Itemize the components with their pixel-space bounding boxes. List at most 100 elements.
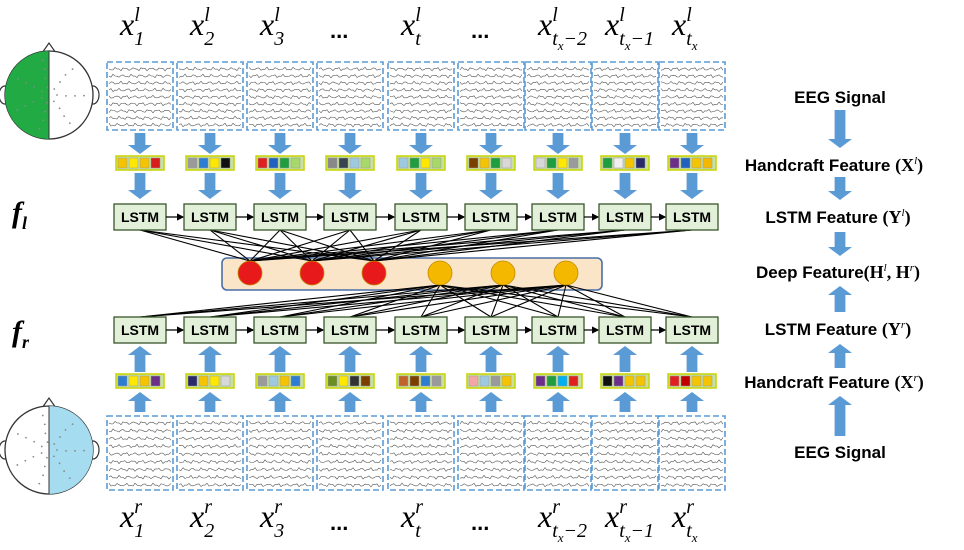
eeg-trace [459, 87, 523, 93]
eeg-trace [459, 451, 523, 457]
lstm-feature-left-label: LSTM Feature (Yl) [765, 207, 910, 228]
eeg-trace [459, 420, 523, 426]
eeg-trace [178, 452, 241, 457]
eeg-trace [248, 81, 312, 86]
eeg-segment-5 [387, 415, 455, 491]
deep-feature-text: Deep Feature [755, 263, 864, 282]
arrow-eeg-to-feature-left [680, 133, 704, 154]
feature-cell [479, 157, 490, 169]
eeg-trace [178, 467, 242, 472]
feature-cell [409, 157, 420, 169]
feature-cell [602, 375, 613, 387]
electrode-dot [83, 94, 85, 97]
connection-line [249, 229, 626, 262]
connection-line [439, 284, 492, 318]
eeg-trace [459, 482, 523, 487]
eeg-trace [178, 95, 241, 100]
arrow-feature-to-lstm-right [613, 346, 637, 372]
arrow-feature-to-lstm-right [546, 346, 570, 372]
electrode-dot [63, 470, 66, 473]
deep-feature-box [221, 257, 603, 291]
eeg-trace [593, 467, 657, 472]
lstm-cell-label: LSTM [261, 209, 299, 225]
electrode-dot [40, 445, 43, 448]
arrow-feature-to-lstm-left [198, 173, 222, 199]
electrode-dot [24, 459, 27, 462]
eeg-trace [660, 475, 724, 480]
feature-strips-right [115, 373, 717, 389]
feature-cell [568, 157, 579, 169]
arrow-eeg-to-feature-left [546, 133, 570, 154]
eeg-trace [526, 80, 590, 86]
electrode-dot [56, 94, 58, 96]
eeg-trace [526, 428, 590, 433]
eeg-trace [318, 443, 382, 449]
feature-cell [360, 157, 371, 169]
eeg-trace [459, 102, 523, 107]
lstm-cell-label: LSTM [191, 322, 229, 338]
connection-line [139, 229, 251, 262]
feature-cell [691, 157, 702, 169]
feature-cell [198, 375, 209, 387]
connection-line [311, 229, 693, 262]
connection-line [249, 229, 492, 262]
arrow-eeg-to-feature-right [613, 392, 637, 412]
lstm-cell-7 [531, 316, 585, 344]
x-sup: l [686, 4, 692, 26]
feature-cell [398, 157, 409, 169]
electrode-dot [40, 452, 43, 454]
eeg-trace [318, 467, 382, 472]
x-sub: 2 [204, 520, 215, 542]
eeg-trace [526, 420, 590, 425]
feature-cell [187, 375, 198, 387]
lstm-cell-2 [183, 203, 237, 231]
arrow-feature-to-lstm-right [409, 346, 433, 372]
eeg-trace [248, 428, 312, 433]
handcraft-right-close: ) [917, 372, 924, 392]
electrode-dot [65, 94, 67, 97]
eeg-trace [459, 66, 523, 72]
lstm-left-close: ) [904, 207, 911, 227]
feature-cell [209, 157, 220, 169]
eeg-trace [178, 80, 242, 86]
feature-cell [490, 375, 501, 387]
lstm-cell-9 [665, 203, 719, 231]
deep-node-right-6 [553, 260, 579, 286]
arrow-eeg-to-feature-left [613, 133, 637, 154]
feature-cell [557, 375, 568, 387]
lstm-cell-label: LSTM [472, 209, 510, 225]
feature-cell [546, 375, 557, 387]
feature-cell [669, 375, 680, 387]
connection-line [565, 284, 693, 318]
electrode-dot [16, 433, 19, 435]
eeg-trace [318, 101, 382, 106]
eeg-trace [318, 81, 382, 86]
eeg-trace [526, 459, 590, 465]
feature-cell [128, 157, 139, 169]
eeg-trace [526, 122, 590, 128]
x-sub: tx [686, 28, 698, 53]
eeg-trace [108, 115, 172, 121]
lstm-cell-label: LSTM [402, 322, 440, 338]
arrow-eeg-to-feature-left [338, 133, 362, 154]
eeg-trace [248, 475, 312, 480]
head-icon-right [0, 396, 100, 495]
eeg-trace [660, 467, 724, 472]
lstm-cell-label: LSTM [331, 209, 369, 225]
eeg-trace [526, 482, 590, 488]
eeg-trace [248, 482, 312, 488]
eeg-trace [526, 108, 590, 113]
eeg-trace [178, 108, 242, 114]
eeg-trace [593, 483, 657, 488]
feature-cell [349, 375, 360, 387]
feature-cell [691, 375, 702, 387]
feature-cell [557, 157, 568, 169]
connection-line [439, 284, 626, 318]
feature-cell [139, 375, 150, 387]
eeg-trace [178, 73, 242, 78]
x-sub: t [415, 28, 421, 50]
